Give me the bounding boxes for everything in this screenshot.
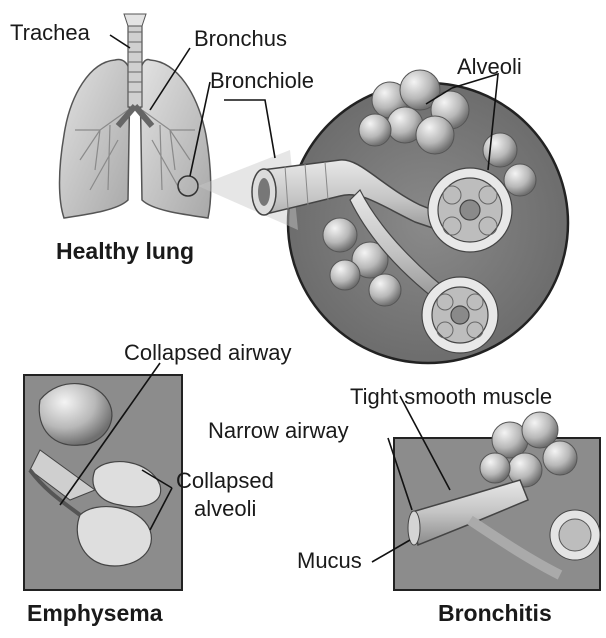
label-mucus: Mucus xyxy=(297,550,362,572)
caption-healthy-lung: Healthy lung xyxy=(56,240,194,263)
label-bronchiole: Bronchiole xyxy=(210,70,314,92)
caption-bronchitis: Bronchitis xyxy=(438,602,552,625)
caption-emphysema: Emphysema xyxy=(27,602,163,625)
label-collapsed-airway: Collapsed airway xyxy=(124,342,292,364)
label-narrow-airway: Narrow airway xyxy=(208,420,349,442)
label-tight-smooth-muscle: Tight smooth muscle xyxy=(350,386,552,408)
label-bronchus: Bronchus xyxy=(194,28,287,50)
label-collapsed-alveoli-line1: Collapsed xyxy=(176,470,274,492)
magnified-alveoli-illustration xyxy=(198,70,568,363)
label-alveoli: Alveoli xyxy=(457,56,522,78)
label-collapsed-alveoli-line2: alveoli xyxy=(194,498,256,520)
bronchitis-illustration xyxy=(394,412,600,590)
label-trachea: Trachea xyxy=(10,22,90,44)
emphysema-illustration xyxy=(24,375,182,590)
